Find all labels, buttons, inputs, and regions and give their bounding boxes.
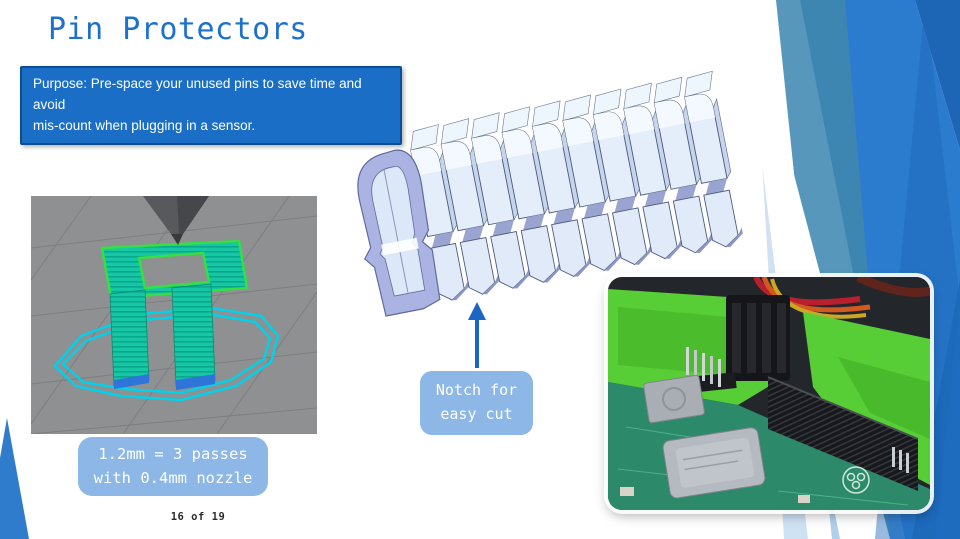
printer-nozzle-icon [143,196,209,245]
callout-notch-line-1: Notch for [435,381,518,399]
slicer-preview-image [30,195,318,435]
cpu-chip [662,427,766,499]
slide-title: Pin Protectors [48,12,308,47]
callout-passes-line-1: 1.2mm = 3 passes [98,445,248,463]
callout-passes-line-2: with 0.4mm nozzle [93,469,253,488]
printed-object [100,239,249,390]
page-indicator: 16 of 19 [170,511,226,523]
pin-protector-model [357,70,747,317]
callout-notch-line-2: easy cut [440,405,513,423]
cad-render-image [357,70,757,350]
side-header-pins [892,447,909,473]
raspberry-logo [842,466,870,494]
purpose-box: Purpose: Pre-space your unused pins to s… [20,66,402,145]
purpose-line-1: Purpose: Pre-space your unused pins to s… [33,76,370,112]
callout-notch: Notch for easy cut [420,371,533,435]
board-photo-graphic [608,277,930,510]
wifi-chip [643,374,705,424]
purpose-line-2: mis-count when plugging in a sensor. [33,117,256,133]
end-profile-with-notch [357,149,441,317]
callout-passes: 1.2mm = 3 passes with 0.4mm nozzle [78,437,268,496]
pin-protector-installed [767,376,919,491]
notch-arrow-icon [468,302,486,368]
slicer-preview-graphic [30,195,318,435]
wedge-decoration-bottom-left [0,418,29,539]
dupont-connector [726,295,790,381]
board-photo-image [608,277,930,510]
cad-render-graphic [357,70,747,317]
